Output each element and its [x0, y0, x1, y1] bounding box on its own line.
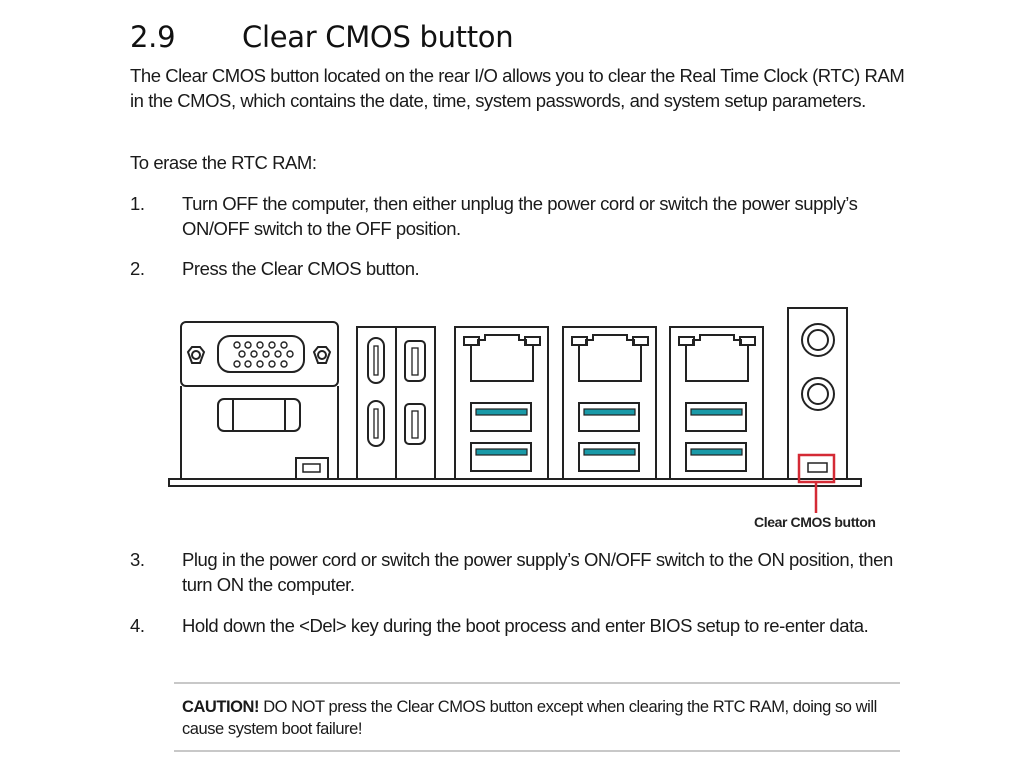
vga-port-icon: [180, 321, 339, 480]
intro-lead: To erase the RTC RAM:: [130, 152, 317, 173]
io-base-plate: [168, 478, 862, 487]
clear-cmos-callout: [797, 453, 836, 513]
step-text: Turn OFF the computer, then either unplu…: [182, 193, 858, 239]
lan-usb-stack-2-icon: [562, 326, 657, 480]
caution-label: CAUTION!: [182, 698, 260, 716]
rear-io-diagram: [168, 307, 862, 513]
usb-c-displayport-icon: [356, 326, 436, 480]
lan-usb-stack-3-icon: [669, 326, 764, 480]
clear-cmos-callout-label: Clear CMOS button: [754, 514, 876, 530]
caution-message: DO NOT press the Clear CMOS button excep…: [182, 698, 877, 738]
step-text: Hold down the <Del> key during the boot …: [182, 615, 869, 636]
lan-usb-stack-1-icon: [454, 326, 549, 480]
caution-box: CAUTION! DO NOT press the Clear CMOS but…: [174, 682, 900, 752]
section-number: 2.9: [130, 20, 176, 54]
clear-cmos-button-icon: [807, 462, 828, 473]
step-number: 1.: [130, 193, 145, 214]
audio-jacks-icon: [787, 307, 848, 480]
step-number: 2.: [130, 258, 145, 279]
step-number: 3.: [130, 549, 145, 570]
step-number: 4.: [130, 615, 145, 636]
caution-text: CAUTION! DO NOT press the Clear CMOS but…: [182, 696, 898, 740]
step-text: Plug in the power cord or switch the pow…: [182, 549, 893, 595]
intro-paragraph: The Clear CMOS button located on the rea…: [130, 65, 905, 111]
section-title: Clear CMOS button: [242, 20, 514, 54]
step-text: Press the Clear CMOS button.: [182, 258, 420, 279]
